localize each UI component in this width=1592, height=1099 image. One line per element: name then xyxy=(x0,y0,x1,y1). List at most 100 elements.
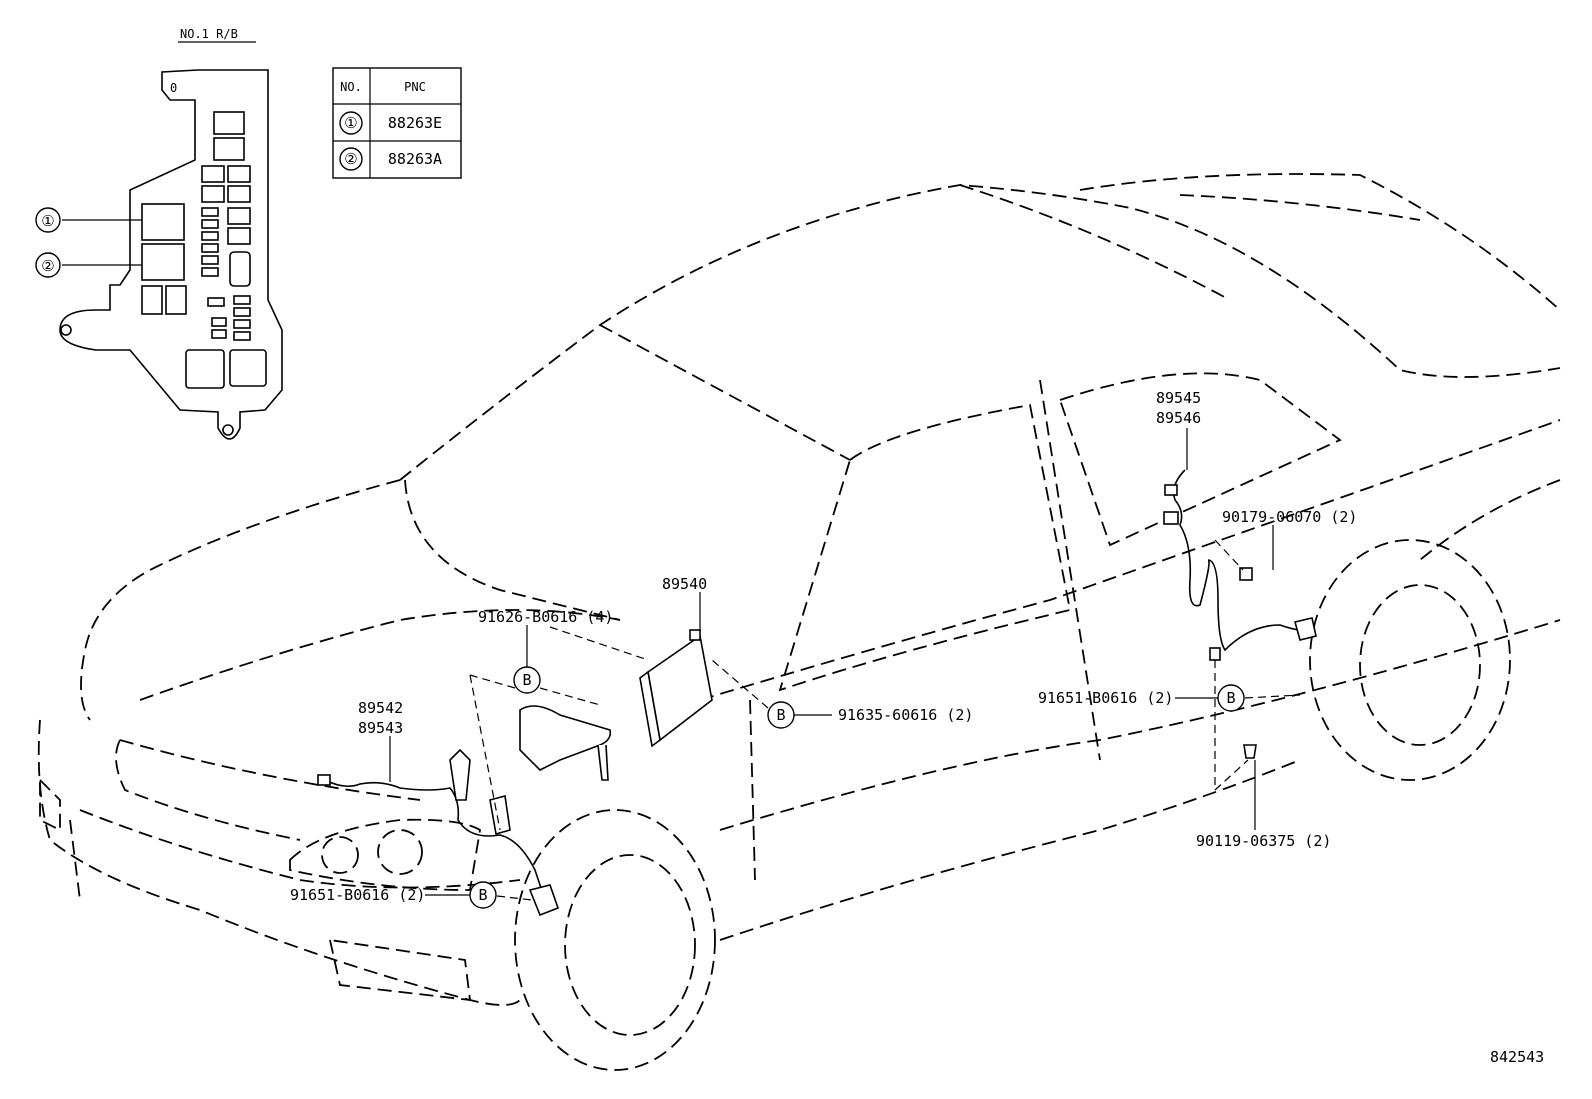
a-pillar-lower xyxy=(749,699,756,881)
leader-rear-bolt xyxy=(1214,759,1249,791)
fuse-slot xyxy=(201,185,225,203)
nut-90179 xyxy=(1239,567,1253,581)
label-89545: 89545 xyxy=(1156,389,1201,407)
label-91651-rear: 91651-B0616 (2) xyxy=(1038,689,1173,707)
windshield-base xyxy=(599,324,851,461)
bumper-corner xyxy=(69,819,81,901)
rear-speed-sensor-wire xyxy=(1172,469,1311,652)
front-wire-connector xyxy=(317,774,331,786)
fuse-slot xyxy=(201,165,225,183)
bumper-lower xyxy=(37,719,521,1006)
leader-91635-ecu xyxy=(711,659,769,709)
headlamp-lens xyxy=(321,836,359,874)
relay-1 xyxy=(141,203,185,241)
diagram-id: 842543 xyxy=(1490,1048,1544,1066)
callout-b-front-sensor xyxy=(469,881,497,909)
front-speed-sensor-wire xyxy=(324,779,546,901)
label-91635: 91635-60616 (2) xyxy=(838,706,973,724)
callout-b-label: B xyxy=(522,671,531,689)
b-pillar xyxy=(1039,379,1101,761)
fuse-slot xyxy=(141,285,163,315)
mount-hole-left xyxy=(60,324,72,336)
pnc-row-2-pnc: 88263A xyxy=(388,150,442,168)
label-89546: 89546 xyxy=(1156,409,1201,427)
trunk-line xyxy=(1079,173,1561,311)
rear-speed-sensor xyxy=(1294,617,1317,641)
car-outline xyxy=(37,173,1561,1071)
leader-b-bracket xyxy=(539,687,601,706)
bolt-90119 xyxy=(1243,744,1257,759)
leader-b-front-sensor xyxy=(496,895,533,901)
pnc-table: NO. PNC ① 88263E ② 88263A xyxy=(332,67,462,179)
rear-wheel-arch xyxy=(1309,539,1511,781)
mini-fuse xyxy=(201,267,219,277)
marker-1-circle xyxy=(35,207,61,233)
relay-block-outline xyxy=(59,69,283,440)
front-wheel-arch xyxy=(514,809,716,1071)
relay-slot xyxy=(213,137,245,161)
roof-line xyxy=(399,184,1561,481)
hood-right xyxy=(404,479,621,621)
rocker xyxy=(719,759,1301,941)
trunk-inner xyxy=(1179,194,1421,221)
mount-hole-bottom xyxy=(222,424,234,436)
fuse-slot xyxy=(227,227,251,245)
rear-wire-connector xyxy=(1163,511,1179,525)
pnc-table-header-pnc: PNC xyxy=(404,80,426,94)
relay-slot xyxy=(213,111,245,135)
ecu-connector xyxy=(689,629,701,641)
marker-2-circle xyxy=(35,252,61,278)
fog-lamp xyxy=(328,938,472,1002)
label-91626: 91626-B0616 (4) xyxy=(478,608,613,626)
callout-b-91635 xyxy=(767,701,795,729)
roof-center xyxy=(959,184,1231,301)
fuse-slot xyxy=(227,207,251,225)
front-wheel xyxy=(564,854,696,1036)
bracket-leg xyxy=(597,744,609,781)
grille-top xyxy=(119,739,421,801)
pnc-row-2-circle xyxy=(339,147,363,171)
rear-wheel xyxy=(1359,584,1481,746)
pnc-row-1-circle xyxy=(339,111,363,135)
fuse-slot xyxy=(229,251,251,287)
rear-quarter xyxy=(1419,479,1561,561)
callout-b-label: B xyxy=(478,886,487,904)
mini-fuse xyxy=(201,219,219,229)
front-wire-clip xyxy=(449,748,471,801)
leader-90179-wire xyxy=(1214,539,1244,571)
leader-b-front xyxy=(469,674,516,689)
leader-91626-ecu xyxy=(549,626,649,661)
headlamp-lens xyxy=(377,829,423,875)
leader-lines xyxy=(389,428,1301,901)
grille xyxy=(115,739,301,841)
mini-fuse xyxy=(201,243,219,253)
mini-fuse xyxy=(201,231,219,241)
label-90179: 90179-06070 (2) xyxy=(1222,508,1357,526)
rear-window xyxy=(1058,372,1342,547)
mini-fuse xyxy=(211,317,227,327)
mini-fuse xyxy=(201,207,219,217)
mini-fuse xyxy=(211,329,227,339)
pnc-row-1-no: ① xyxy=(344,114,357,132)
label-89543: 89543 xyxy=(358,719,403,737)
skid-control-ecu-side xyxy=(639,670,661,748)
relay-block: NO.1 R/B 0 xyxy=(35,27,283,440)
label-90119: 90119-06375 (2) xyxy=(1196,832,1331,850)
label-89540: 89540 xyxy=(662,575,707,593)
mini-fuse xyxy=(207,297,225,307)
callout-b-label: B xyxy=(1226,689,1235,707)
belt-line xyxy=(699,419,1561,701)
label-91651-front: 91651-B0616 (2) xyxy=(290,886,425,904)
fuse-slot xyxy=(165,285,187,315)
mini-fuse xyxy=(233,295,251,305)
callout-b-rear xyxy=(1217,684,1245,712)
part-labels: 91626-B0616 (4) 89540 89542 89543 91635-… xyxy=(290,389,1544,1066)
door-lower xyxy=(719,619,1561,831)
hood-mid xyxy=(139,609,621,701)
fuse-slot xyxy=(227,185,251,203)
mini-fuse xyxy=(233,307,251,317)
bumper-mid xyxy=(79,809,521,889)
mount-tab-marker: 0 xyxy=(170,81,177,95)
headlamp xyxy=(289,818,481,891)
callouts: B B B B xyxy=(469,666,1245,909)
